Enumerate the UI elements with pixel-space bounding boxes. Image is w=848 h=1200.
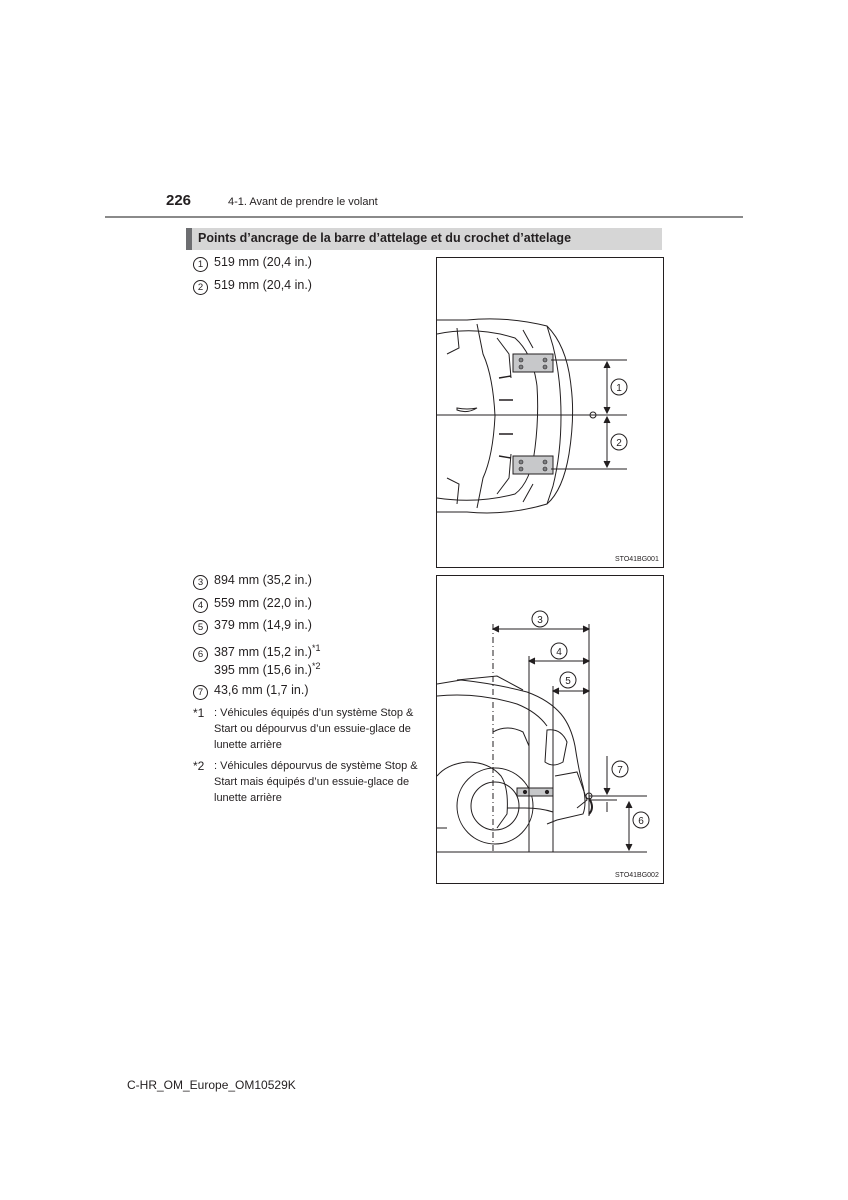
section-heading: Points d’ancrage de la barre d’attelage … xyxy=(186,228,662,250)
measurement-text: 43,6 mm (1,7 in.) xyxy=(214,683,309,697)
footnote-mark: *2 xyxy=(193,759,205,773)
header-rule xyxy=(105,216,743,218)
number-badge: 4 xyxy=(193,598,208,613)
callout-1: 1 xyxy=(616,383,622,394)
figure-rear-top-view: 1 2 STO41BG001 xyxy=(436,257,664,568)
vehicle-side-view-illustration: 3 4 5 7 6 xyxy=(437,610,650,853)
callout-4: 4 xyxy=(556,647,562,658)
callout-6: 6 xyxy=(638,816,644,827)
footnote-text: : Véhicules équipés d’un système Stop & … xyxy=(214,707,414,751)
footnote-text: : Véhicules dépourvus de système Stop & … xyxy=(214,760,418,804)
figure-code: STO41BG001 xyxy=(615,556,659,563)
section-title: 4-1. Avant de prendre le volant xyxy=(228,196,378,208)
footnote-mark: *1 xyxy=(193,706,205,720)
section-heading-text: Points d’ancrage de la barre d’attelage … xyxy=(198,231,572,245)
callout-3: 3 xyxy=(537,615,543,626)
list-item: 2 519 mm (20,4 in.) xyxy=(193,277,312,295)
footnote-marker: *1 xyxy=(311,643,321,653)
footnote-marker: *2 xyxy=(311,661,321,671)
list-item: 5 379 mm (14,9 in.) xyxy=(193,617,312,635)
number-badge: 2 xyxy=(193,280,208,295)
list-item: 1 519 mm (20,4 in.) xyxy=(193,254,312,272)
number-badge: 3 xyxy=(193,575,208,590)
figure-side-view: 3 4 5 7 6 STO41BG002 xyxy=(436,575,664,884)
measurement-text: 894 mm (35,2 in.) xyxy=(214,573,312,587)
measurement-text: 519 mm (20,4 in.) xyxy=(214,278,312,292)
vehicle-top-view-illustration: 1 2 xyxy=(437,318,628,514)
callout-2: 2 xyxy=(616,438,622,449)
measurement-text: 395 mm (15,6 in.) xyxy=(214,663,312,677)
number-badge: 1 xyxy=(193,257,208,272)
measurement-text: 379 mm (14,9 in.) xyxy=(214,618,312,632)
list-item: 6 387 mm (15,2 in.)*1 xyxy=(193,640,320,662)
measurement-text: 559 mm (22,0 in.) xyxy=(214,596,312,610)
number-badge: 7 xyxy=(193,685,208,700)
callout-7: 7 xyxy=(617,765,623,776)
number-badge: 6 xyxy=(193,647,208,662)
figure-code: STO41BG002 xyxy=(615,872,659,879)
document-code: C-HR_OM_Europe_OM10529K xyxy=(127,1078,296,1092)
list-item: 4 559 mm (22,0 in.) xyxy=(193,595,312,613)
measurement-text: 387 mm (15,2 in.) xyxy=(214,645,312,659)
page-number: 226 xyxy=(166,192,192,209)
footnote: *1 : Véhicules équipés d’un système Stop… xyxy=(193,705,425,753)
callout-5: 5 xyxy=(565,676,571,687)
footnote: *2 : Véhicules dépourvus de système Stop… xyxy=(193,758,425,806)
list-item-continuation: 395 mm (15,6 in.)*2 xyxy=(193,658,320,678)
list-item: 3 894 mm (35,2 in.) xyxy=(193,572,312,590)
measurement-text: 519 mm (20,4 in.) xyxy=(214,255,312,269)
list-item: 7 43,6 mm (1,7 in.) xyxy=(193,682,308,700)
number-badge: 5 xyxy=(193,620,208,635)
